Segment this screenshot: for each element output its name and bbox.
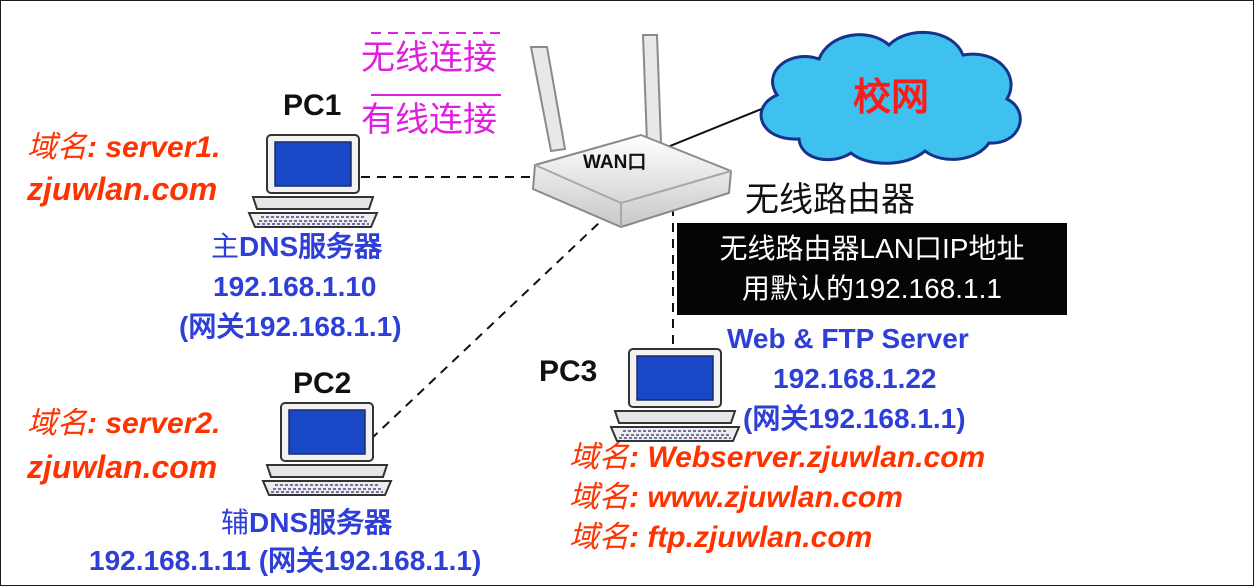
campus-network-cloud-icon bbox=[759, 30, 1022, 165]
pc2-link bbox=[370, 220, 602, 440]
pc3-domain-1-value: : Webserver.zjuwlan.com bbox=[629, 441, 986, 474]
pc2-domain-line2: zjuwlan.com bbox=[27, 449, 218, 485]
pc3-domain-1: 域名: Webserver.zjuwlan.com bbox=[569, 443, 985, 473]
pc1-domain-value: : server1. bbox=[87, 131, 221, 164]
pc3-domain-3: 域名: ftp.zjuwlan.com bbox=[569, 523, 872, 553]
cloud-label: 校网 bbox=[853, 77, 930, 119]
lan-ip-line2: 用默认的192.168.1.1 bbox=[742, 273, 1002, 304]
pc2-domain-prefix: 域名 bbox=[27, 407, 87, 440]
pc2-role: 辅DNS服务器 bbox=[221, 509, 392, 537]
pc1-domain-line1: 域名: server1. bbox=[27, 133, 220, 163]
legend-wired-label: 有线连接 bbox=[361, 101, 497, 139]
legend-wireless-label: 无线连接 bbox=[361, 39, 497, 77]
pc2-domain-value: : server2. bbox=[87, 407, 221, 440]
router-lan-ip-box: 无线路由器LAN口IP地址 用默认的192.168.1.1 bbox=[677, 223, 1067, 315]
pc1-gateway: (网关192.168.1.1) bbox=[179, 311, 402, 342]
pc2-ip-gateway: 192.168.1.11 (网关192.168.1.1) bbox=[89, 545, 482, 576]
pc3-domain-2-prefix: 域名 bbox=[569, 481, 629, 514]
pc2-label: PC2 bbox=[293, 367, 352, 400]
pc1-role: 主DNS服务器 bbox=[211, 233, 382, 261]
pc1-computer-icon bbox=[247, 134, 379, 228]
pc3-domain-1-prefix: 域名 bbox=[569, 441, 629, 474]
pc1-ip: 192.168.1.10 bbox=[213, 271, 377, 302]
pc2-domain-line1: 域名: server2. bbox=[27, 409, 220, 439]
pc3-role: Web & FTP Server bbox=[727, 323, 969, 354]
router-name: 无线路由器 bbox=[745, 181, 915, 219]
pc3-domain-3-prefix: 域名 bbox=[569, 521, 629, 554]
pc1-domain-prefix: 域名 bbox=[27, 131, 87, 164]
pc1-role-suffix: DNS服务器 bbox=[239, 231, 383, 262]
pc3-computer-icon bbox=[609, 348, 741, 442]
wan-port-label: WAN口 bbox=[583, 152, 647, 173]
pc1-role-prefix: 主 bbox=[211, 231, 240, 262]
pc3-domain-2: 域名: www.zjuwlan.com bbox=[569, 483, 903, 513]
lan-ip-line1: 无线路由器LAN口IP地址 bbox=[719, 233, 1025, 264]
pc2-computer-icon bbox=[261, 402, 393, 496]
pc3-gateway: (网关192.168.1.1) bbox=[743, 403, 966, 434]
wireless-router-icon bbox=[529, 34, 733, 229]
pc3-ip: 192.168.1.22 bbox=[773, 363, 937, 394]
pc1-domain-line2: zjuwlan.com bbox=[27, 171, 218, 207]
pc3-domain-3-value: : ftp.zjuwlan.com bbox=[629, 521, 873, 554]
pc2-role-suffix: DNS服务器 bbox=[249, 507, 393, 538]
pc1-label: PC1 bbox=[283, 89, 342, 122]
pc2-role-prefix: 辅 bbox=[221, 507, 250, 538]
pc3-domain-2-value: : www.zjuwlan.com bbox=[629, 481, 903, 514]
pc3-label: PC3 bbox=[539, 355, 598, 388]
